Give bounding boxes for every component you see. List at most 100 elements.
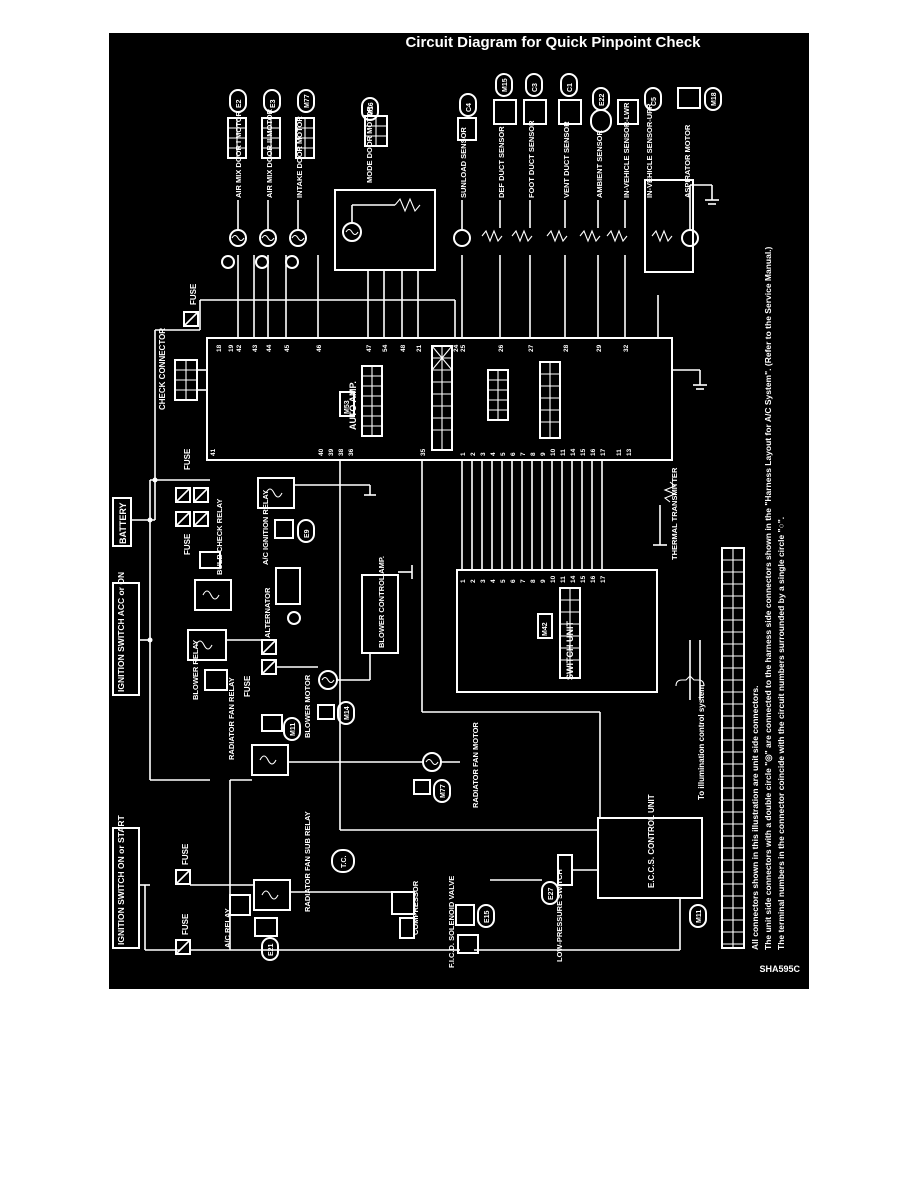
amp-pin-label: 25 (460, 344, 467, 352)
notes-block: All connectors shown in this illustratio… (750, 246, 786, 950)
alternator: ALTERNATOR (263, 567, 301, 638)
amp-pin-label: 41 (210, 448, 217, 456)
switch-pin-label: 4 (490, 579, 497, 583)
switch-pin-label: 1 (460, 579, 467, 583)
svg-text:IGNITION SWITCH ON or START: IGNITION SWITCH ON or START (116, 814, 126, 945)
svg-text:MODE DOOR MOTOR: MODE DOOR MOTOR (365, 105, 374, 183)
switch-pin-label: 9 (540, 579, 547, 583)
amp-pin-label: 8 (530, 452, 537, 456)
figure-code: SHA595C (759, 964, 800, 974)
svg-text:M11: M11 (696, 910, 703, 923)
svg-text:ALTERNATOR: ALTERNATOR (263, 587, 272, 638)
switch-pin-label: 16 (590, 575, 597, 583)
svg-text:IN-VEHICLE SENSOR-LWR: IN-VEHICLE SENSOR-LWR (622, 102, 631, 198)
svg-text:LOW-PRESSURE SWITCH: LOW-PRESSURE SWITCH (555, 869, 564, 962)
amp-pin-label: 38 (338, 448, 345, 456)
svg-text:C4: C4 (466, 103, 473, 112)
amp-pin-label: 32 (623, 344, 630, 352)
switch-pin-label: 17 (600, 575, 607, 583)
amp-pin-label: 47 (366, 344, 373, 352)
amp-pin-label: 35 (420, 448, 427, 456)
amp-pin-label: 27 (528, 344, 535, 352)
amp-pin-label: 3 (480, 452, 487, 456)
switch-pin-label: 6 (510, 579, 517, 583)
compressor: COMPRESSOR (290, 880, 420, 939)
amp-pin-label: 16 (590, 448, 597, 456)
switch-pin-label: 11 (560, 576, 567, 583)
svg-text:AMBIENT SENSOR: AMBIENT SENSOR (595, 129, 604, 198)
svg-text:FOOT DUCT SENSOR: FOOT DUCT SENSOR (527, 120, 536, 198)
svg-text:RADIATOR FAN MOTOR: RADIATOR FAN MOTOR (471, 722, 480, 808)
amp-pin-label: 6 (510, 452, 517, 456)
amp-pin-label: 43 (252, 344, 259, 352)
page-label: HA-108 (438, 976, 481, 991)
svg-text:M14: M14 (344, 706, 351, 720)
switch-pin-label: 3 (480, 579, 487, 583)
switch-pin-label: 8 (530, 579, 537, 583)
aspirator-motor: ASPIRATOR MOTOR M18 (677, 87, 722, 230)
in-vehicle-sensor-upr: IN-VEHICLE SENSOR-UPR C5 (644, 87, 699, 273)
svg-text:M77: M77 (440, 784, 447, 798)
svg-text:VENT DUCT SENSOR: VENT DUCT SENSOR (562, 121, 571, 198)
amp-pin-label: 11 (616, 449, 623, 456)
in-vehicle-sensor-lwr: IN-VEHICLE SENSOR-LWR (606, 99, 639, 243)
air-mix-door-2-motor: AIR MIX DOOR II MOTOR E3 (255, 89, 281, 269)
ignition-switch-start-box: IGNITION SWITCH ON or START (112, 814, 140, 949)
radiator-fan-sub-relay: RADIATOR FAN SUB RELAY T.C. (190, 811, 355, 912)
svg-text:DEF DUCT SENSOR: DEF DUCT SENSOR (497, 126, 506, 198)
svg-text:BLOWER MOTOR: BLOWER MOTOR (303, 674, 312, 738)
ignition-switch-acc-box: IGNITION SWITCH ACC or ON (112, 572, 140, 696)
svg-text:RADIATOR FAN RELAY: RADIATOR FAN RELAY (227, 677, 236, 760)
svg-text:BATTERY: BATTERY (118, 503, 128, 545)
svg-text:AIR MIX DOOR II MOTOR: AIR MIX DOOR II MOTOR (265, 108, 274, 198)
amp-pin-label: 1 (460, 452, 467, 456)
svg-text:IGNITION SWITCH ACC or ON: IGNITION SWITCH ACC or ON (116, 572, 126, 692)
vent-duct-sensor: VENT DUCT SENSOR C1 (546, 73, 582, 243)
svg-text:ASPIRATOR MOTOR: ASPIRATOR MOTOR (683, 124, 692, 198)
power-bus (131, 312, 210, 951)
amp-pin-label: 15 (580, 448, 587, 456)
lower-wiring (190, 460, 681, 951)
battery-box: BATTERY (112, 497, 132, 547)
switch-pin-label: 7 (520, 579, 527, 583)
amp-pin-label: 7 (520, 452, 527, 456)
harness-connector-strip (721, 547, 745, 949)
foot-duct-sensor: FOOT DUCT SENSOR C3 (511, 73, 547, 243)
svg-text:C1: C1 (567, 83, 574, 92)
switch-pin-label: 5 (500, 579, 507, 583)
fuse-bottom: FUSE FUSE (175, 843, 191, 955)
svg-text:M11: M11 (290, 723, 297, 736)
amp-pin-label: 39 (328, 448, 335, 456)
amp-pin-label: 13 (626, 448, 633, 456)
svg-text:FUSE: FUSE (189, 283, 198, 305)
svg-text:FUSE: FUSE (181, 843, 190, 865)
svg-text:C3: C3 (532, 83, 539, 92)
svg-text:M42: M42 (542, 622, 549, 636)
svg-text:M53: M53 (344, 400, 351, 414)
svg-text:M16: M16 (368, 102, 375, 116)
amp-pin-label: 45 (284, 344, 291, 352)
svg-text:BULB CHECK RELAY: BULB CHECK RELAY (215, 499, 224, 575)
svg-text:F.I.C.D. SOLENOID VALVE: F.I.C.D. SOLENOID VALVE (447, 876, 456, 968)
svg-text:FUSE: FUSE (183, 533, 192, 555)
svg-text:E3: E3 (270, 99, 277, 108)
amp-pin-label: 2 (470, 452, 477, 456)
svg-text:IN-VEHICLE SENSOR-UPR: IN-VEHICLE SENSOR-UPR (645, 103, 654, 198)
note-3: The terminal numbers in the connector co… (776, 517, 786, 950)
svg-text:FUSE: FUSE (181, 913, 190, 935)
thermal-transmitter: THERMAL TRANSMITTER (653, 467, 679, 560)
svg-text:M15: M15 (502, 78, 509, 92)
amp-pin-label: 36 (348, 448, 355, 456)
svg-text:COMPRESSOR: COMPRESSOR (411, 880, 420, 935)
svg-text:A/C RELAY: A/C RELAY (223, 908, 232, 948)
amp-pin-label: 24 (453, 344, 460, 352)
ambient-sensor: AMBIENT SENSOR E22 (579, 87, 612, 243)
auto-amp-pin-grid-3 (487, 369, 509, 421)
eccs-control-unit: E.C.C.S. CONTROL UNIT M11 (597, 794, 707, 928)
amp-pin-label: 11 (560, 449, 567, 456)
svg-text:BLOWER RELAY: BLOWER RELAY (191, 640, 200, 700)
